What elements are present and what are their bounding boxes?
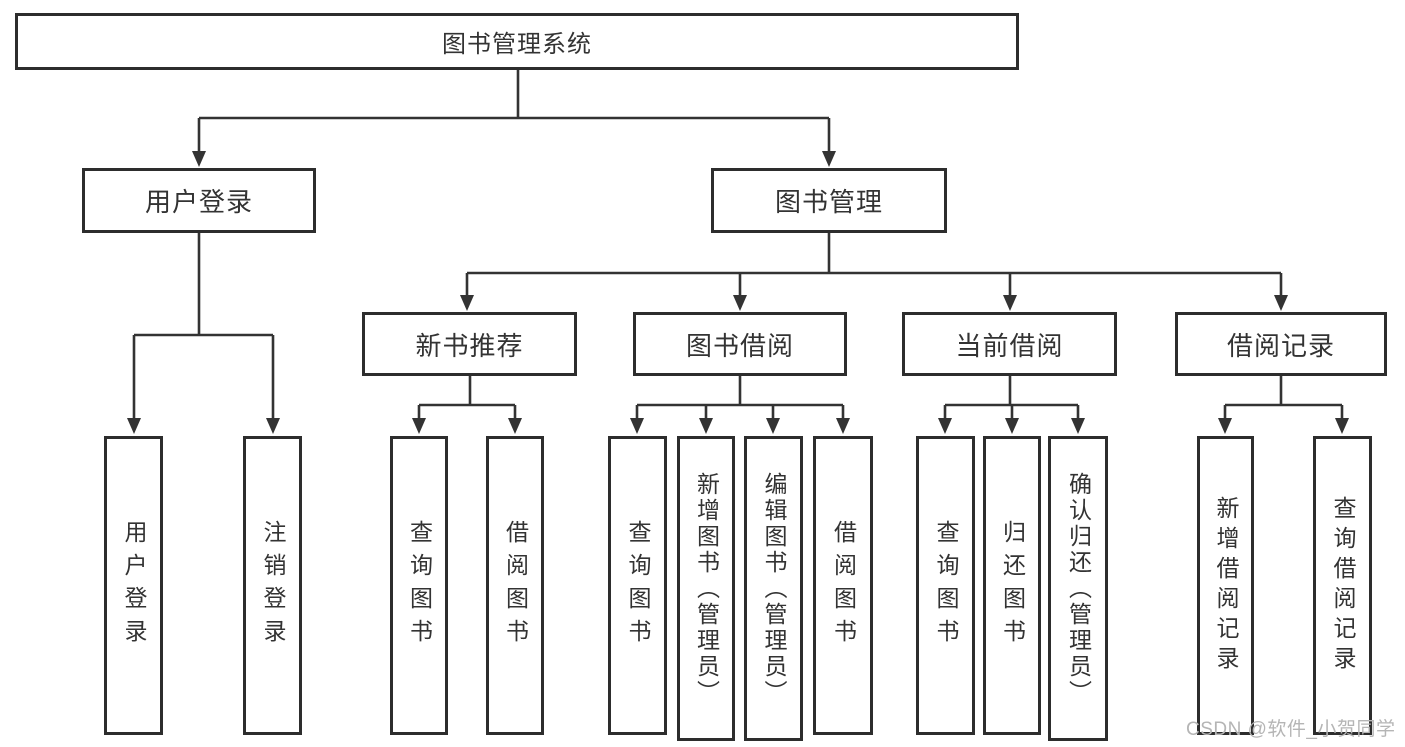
node-label: 图书管理 <box>774 187 883 217</box>
leaf-logout: 注销登录 <box>243 436 302 735</box>
node-book-borrow: 图书借阅 <box>633 312 847 376</box>
arrowhead-icons <box>127 151 1349 434</box>
node-label: 编辑图书（管理员） <box>761 471 787 706</box>
leaf-borrow-books: 借阅图书 <box>486 436 544 735</box>
leaf-query-books: 查询图书 <box>608 436 667 735</box>
node-label: 新书推荐 <box>415 330 524 361</box>
leaf-add-books-admin: 新增图书（管理员） <box>677 436 735 741</box>
node-label: 归还图书 <box>999 519 1026 652</box>
leaf-query-books: 查询图书 <box>390 436 448 735</box>
node-library-management-system: 图书管理系统 <box>15 13 1019 70</box>
node-new-book-recommend: 新书推荐 <box>362 312 577 376</box>
leaf-edit-books-admin: 编辑图书（管理员） <box>744 436 803 741</box>
leaf-confirm-return-admin: 确认归还（管理员） <box>1048 436 1108 741</box>
node-label: 当前借阅 <box>955 330 1064 361</box>
leaf-query-borrow-record: 查询借阅记录 <box>1313 436 1372 735</box>
node-label: 用户登录 <box>121 519 147 652</box>
node-label: 借阅图书 <box>830 519 857 652</box>
leaf-borrow-books: 借阅图书 <box>813 436 873 735</box>
node-label: 查询借阅记录 <box>1330 495 1356 676</box>
node-label: 借阅图书 <box>502 519 529 652</box>
node-label: 查询图书 <box>933 519 959 652</box>
node-label: 查询图书 <box>625 519 651 652</box>
node-borrow-record: 借阅记录 <box>1175 312 1387 376</box>
node-label: 确认归还（管理员） <box>1065 471 1092 706</box>
node-user-login: 用户登录 <box>82 168 316 233</box>
csdn-watermark: CSDN @软件_小贺同学 <box>1186 719 1396 740</box>
leaf-query-books: 查询图书 <box>916 436 975 735</box>
node-label: 用户登录 <box>144 187 253 217</box>
node-current-borrow: 当前借阅 <box>902 312 1117 376</box>
leaf-return-books: 归还图书 <box>983 436 1041 735</box>
leaf-add-borrow-record: 新增借阅记录 <box>1197 436 1254 735</box>
node-label: 图书管理系统 <box>442 31 592 58</box>
node-label: 借阅记录 <box>1226 330 1335 361</box>
node-label: 新增借阅记录 <box>1213 495 1239 676</box>
leaf-user-login: 用户登录 <box>104 436 163 735</box>
node-label: 注销登录 <box>260 519 286 652</box>
node-label: 图书借阅 <box>685 330 794 361</box>
node-book-management: 图书管理 <box>711 168 947 233</box>
node-label: 新增图书（管理员） <box>693 471 720 706</box>
node-label: 查询图书 <box>406 519 433 652</box>
